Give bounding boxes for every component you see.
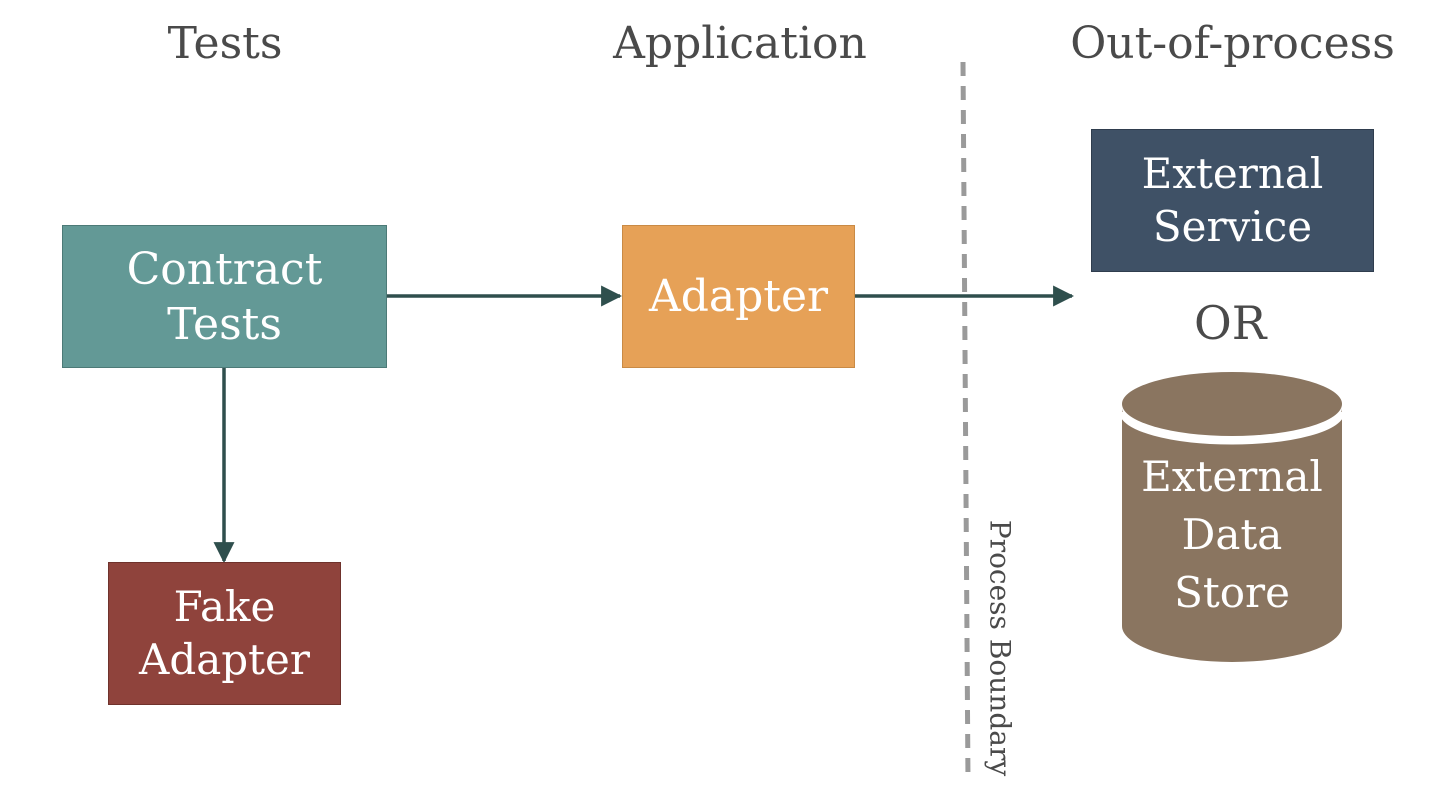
external-data-store-label-line3: Store bbox=[1174, 567, 1290, 617]
contract-tests-label: Contract Tests bbox=[126, 243, 323, 350]
external-data-store-label: External Data Store bbox=[1122, 448, 1342, 622]
heading-tests: Tests bbox=[167, 18, 283, 69]
external-service-label-line1: External bbox=[1141, 149, 1324, 198]
or-label: OR bbox=[1194, 296, 1267, 350]
adapter-box: Adapter bbox=[622, 225, 855, 368]
contract-tests-box: Contract Tests bbox=[62, 225, 387, 368]
external-service-box: External Service bbox=[1091, 129, 1374, 272]
heading-application: Application bbox=[613, 18, 867, 69]
fake-adapter-label-line1: Fake bbox=[173, 582, 276, 631]
fake-adapter-label-line2: Adapter bbox=[139, 634, 310, 684]
external-data-store-label-line2: Data bbox=[1181, 509, 1283, 559]
fake-adapter-box: Fake Adapter bbox=[108, 562, 341, 705]
adapter-label: Adapter bbox=[648, 271, 829, 322]
heading-out-of-process: Out-of-process bbox=[1070, 18, 1395, 69]
external-data-store-label-line1: External bbox=[1141, 452, 1323, 501]
process-boundary-label: Process Boundary bbox=[983, 519, 1017, 777]
boundary-line bbox=[960, 61, 971, 783]
external-service-label-line2: Service bbox=[1152, 201, 1313, 251]
data-store-cylinder bbox=[1119, 372, 1345, 662]
